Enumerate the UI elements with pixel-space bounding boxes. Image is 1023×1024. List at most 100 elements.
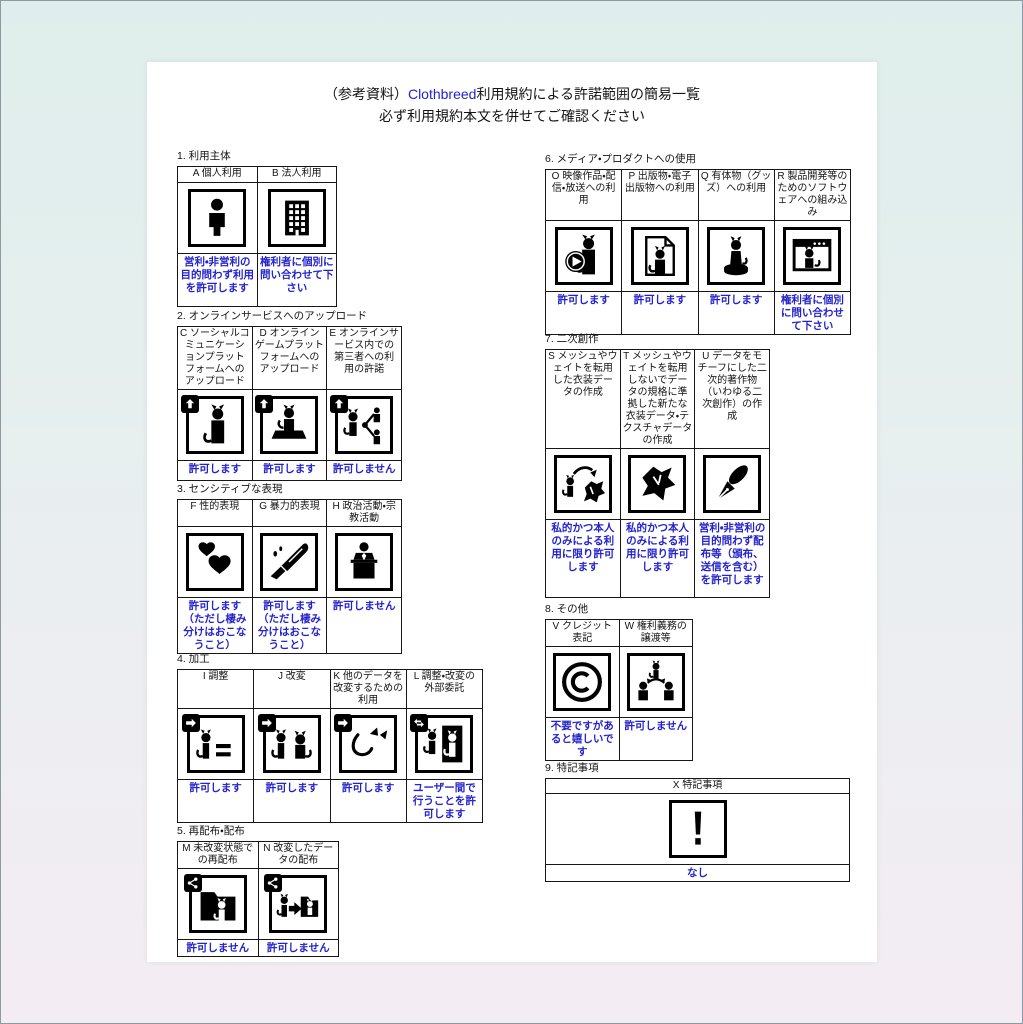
icon-frame: [330, 395, 394, 454]
icon-frame: [334, 714, 398, 773]
cell-header-F: F 性的表現: [177, 499, 253, 527]
upload-badge-icon: [330, 395, 349, 413]
podium-icon: [350, 542, 378, 579]
cell-header-M: M 未改変状態での再配布: [177, 841, 259, 869]
third-party-share-icon: [343, 407, 381, 445]
icon-frame: [335, 533, 394, 591]
goods-cat-icon: [724, 236, 749, 276]
rights-transfer-icon: [638, 660, 674, 701]
publication-cat-icon: [644, 236, 675, 276]
icon-frame: [668, 800, 727, 858]
section-other: 8. その他 V クレジット表記 W 権利義務の譲渡等 不要ですがあると嬉しいで…: [545, 601, 693, 761]
new-costume-icon: [642, 466, 676, 501]
icon-frame: [553, 653, 612, 711]
icon-frame: [553, 455, 612, 513]
section-media-product: 6. メディア・プロダクトへの使用 O 映像作品・配信・放送への利用 P 出版物…: [544, 151, 852, 335]
arrow-badge-icon: [181, 714, 200, 732]
section-redistribution: 5. 再配布・配布 M 未改変状態での再配布 N 改変したデータの配布 許可しま…: [177, 823, 339, 957]
icon-frame: [183, 874, 247, 933]
exclamation-icon: [694, 811, 701, 845]
cell-header-Q: Q 有体物（グッズ）への利用: [697, 169, 775, 221]
cell-result-N: 許可しません: [257, 939, 339, 957]
cell-header-V: V クレジット表記: [545, 619, 620, 647]
arrow-badge-icon: [334, 714, 353, 732]
cell-result-F: 許可します（ただし棲み分けはおこなうこと）: [177, 597, 253, 654]
title-brand: Clothbreed: [407, 86, 477, 102]
cell-header-O: O 映像作品・配信・放送への利用: [544, 169, 623, 221]
arrow-badge-icon: [257, 714, 276, 732]
cell-header-L: L 調整・改変の外部委託: [405, 669, 484, 709]
section-label: 7. 二次創作: [545, 333, 599, 345]
icon-frame: [185, 533, 244, 591]
swap-badge-icon: [410, 714, 429, 732]
section-usage-entity: 1. 利用主体 A 個人利用 B 法人利用 営利・非営利の目的問わず利用を許可し…: [177, 148, 337, 307]
upload-game-cat-icon: [272, 404, 307, 439]
knife-icon: [271, 543, 309, 580]
cell-result-M: 許可しません: [177, 939, 259, 957]
cell-result-B: 権利者に個別に問い合わせて下さい: [256, 253, 337, 307]
cell-header-C: C ソーシャルコミュニケーションプラットフォームへのアップロード: [177, 326, 253, 390]
icon-frame: [410, 714, 474, 773]
title-prefix: （参考資料）: [323, 86, 408, 102]
cell-header-K: K 他のデータを改変するための利用: [329, 669, 407, 709]
title-line1: （参考資料）Clothbreed利用規約による許諾範囲の簡易一覧: [147, 83, 877, 105]
cell-header-G: G 暴力的表現: [251, 499, 328, 527]
section-label: 1. 利用主体: [177, 150, 231, 162]
title-suffix: 利用規約による許諾範囲の簡易一覧: [476, 86, 701, 102]
section-processing: 4. 加工 I 調整 J 改変 K 他のデータを改変するための利用 L 調整・改…: [176, 651, 484, 823]
building-icon: [284, 200, 309, 236]
cell-header-E: E オンラインサービス内での第三者への利用の許諾: [326, 326, 402, 390]
document-title: （参考資料）Clothbreed利用規約による許諾範囲の簡易一覧 必ず利用規約本…: [147, 83, 877, 127]
icon-frame: [554, 227, 613, 285]
cell-result-W: 許可しません: [618, 717, 693, 761]
cell-result-A: 営利・非営利の目的問わず利用を許可します: [177, 253, 258, 307]
cell-result-P: 許可します: [621, 291, 699, 335]
cell-header-H: H 政治活動・宗教活動: [326, 499, 402, 527]
cell-header-I: I 調整: [176, 669, 255, 709]
cell-header-R: R 製品開発等のためのソフトウェアへの組み込み: [773, 169, 852, 221]
pen-icon: [716, 465, 748, 501]
section-label: 6. メディア・プロダクトへの使用: [545, 153, 697, 165]
permission-table: I 調整 J 改変 K 他のデータを改変するための利用 L 調整・改変の外部委託: [176, 669, 484, 823]
cell-result-H: 許可しません: [326, 597, 402, 654]
permission-table: O 映像作品・配信・放送への利用 P 出版物・電子出版物への利用 Q 有体物（グ…: [544, 169, 852, 335]
section-label: 2. オンラインサービスへのアップロード: [177, 310, 368, 322]
cell-result-R: 権利者に個別に問い合わせて下さい: [773, 291, 852, 335]
permission-table: A 個人利用 B 法人利用 営利・非営利の目的問わず利用を許可します 権利者に個…: [177, 166, 337, 307]
icon-frame: [626, 653, 685, 711]
permission-table: V クレジット表記 W 権利義務の譲渡等 不要ですがあると嬉しいです 許可しませ…: [545, 619, 693, 761]
cell-result-C: 許可します: [177, 460, 253, 481]
icon-frame: [707, 227, 766, 285]
cell-result-J: 許可します: [253, 779, 331, 823]
cell-header-P: P 出版物・電子出版物への利用: [621, 169, 699, 221]
icon-frame: [188, 189, 247, 247]
icon-frame: [630, 227, 689, 285]
section-label: 5. 再配布・配布: [177, 825, 245, 837]
section-label: 4. 加工: [177, 653, 210, 665]
cell-result-L: ユーザー間で行うことを許可します: [405, 779, 484, 823]
modify-cats-icon: [271, 729, 312, 759]
section-label: 8. その他: [545, 603, 589, 615]
icon-frame: [260, 533, 319, 591]
icon-frame: [255, 395, 319, 454]
cell-result-X: なし: [545, 864, 850, 882]
cat-parts-icon: [351, 727, 388, 757]
mesh-reuse-icon: [561, 466, 605, 503]
title-subtitle: 必ず利用規約本文を併せてご確認ください: [379, 108, 645, 124]
cell-result-D: 許可します: [251, 460, 328, 481]
cell-header-U: U データをモチーフにした二次的著作物（いわゆる二次創作）の作成: [694, 349, 770, 449]
cell-result-T: 私的かつ本人のみによる利用に限り許可します: [619, 519, 696, 598]
video-cat-icon: [564, 234, 595, 275]
cell-result-U: 営利・非営利の目的問わず配布等（頒布、送信を含む）を許可します: [694, 519, 770, 598]
share-badge-icon: [264, 874, 283, 892]
icon-frame: [181, 714, 245, 773]
permission-table: S メッシュやウェイトを転用した衣装データの作成 T メッシュやウェイトを転用し…: [545, 349, 770, 598]
cell-header-N: N 改変したデータの配布: [257, 841, 339, 869]
permission-table: C ソーシャルコミュニケーションプラットフォームへのアップロード D オンライン…: [177, 326, 402, 481]
section-sensitive-expression: 3. センシティブな表現 F 性的表現 G 暴力的表現 H 政治活動・宗教活動 …: [177, 481, 402, 654]
cell-result-S: 私的かつ本人のみによる利用に限り許可します: [545, 519, 621, 598]
copyright-icon: [562, 662, 603, 702]
cell-header-D: D オンラインゲームプラットフォームへのアップロード: [251, 326, 328, 390]
share-badge-icon: [183, 874, 202, 892]
cell-header-B: B 法人利用: [256, 166, 337, 183]
